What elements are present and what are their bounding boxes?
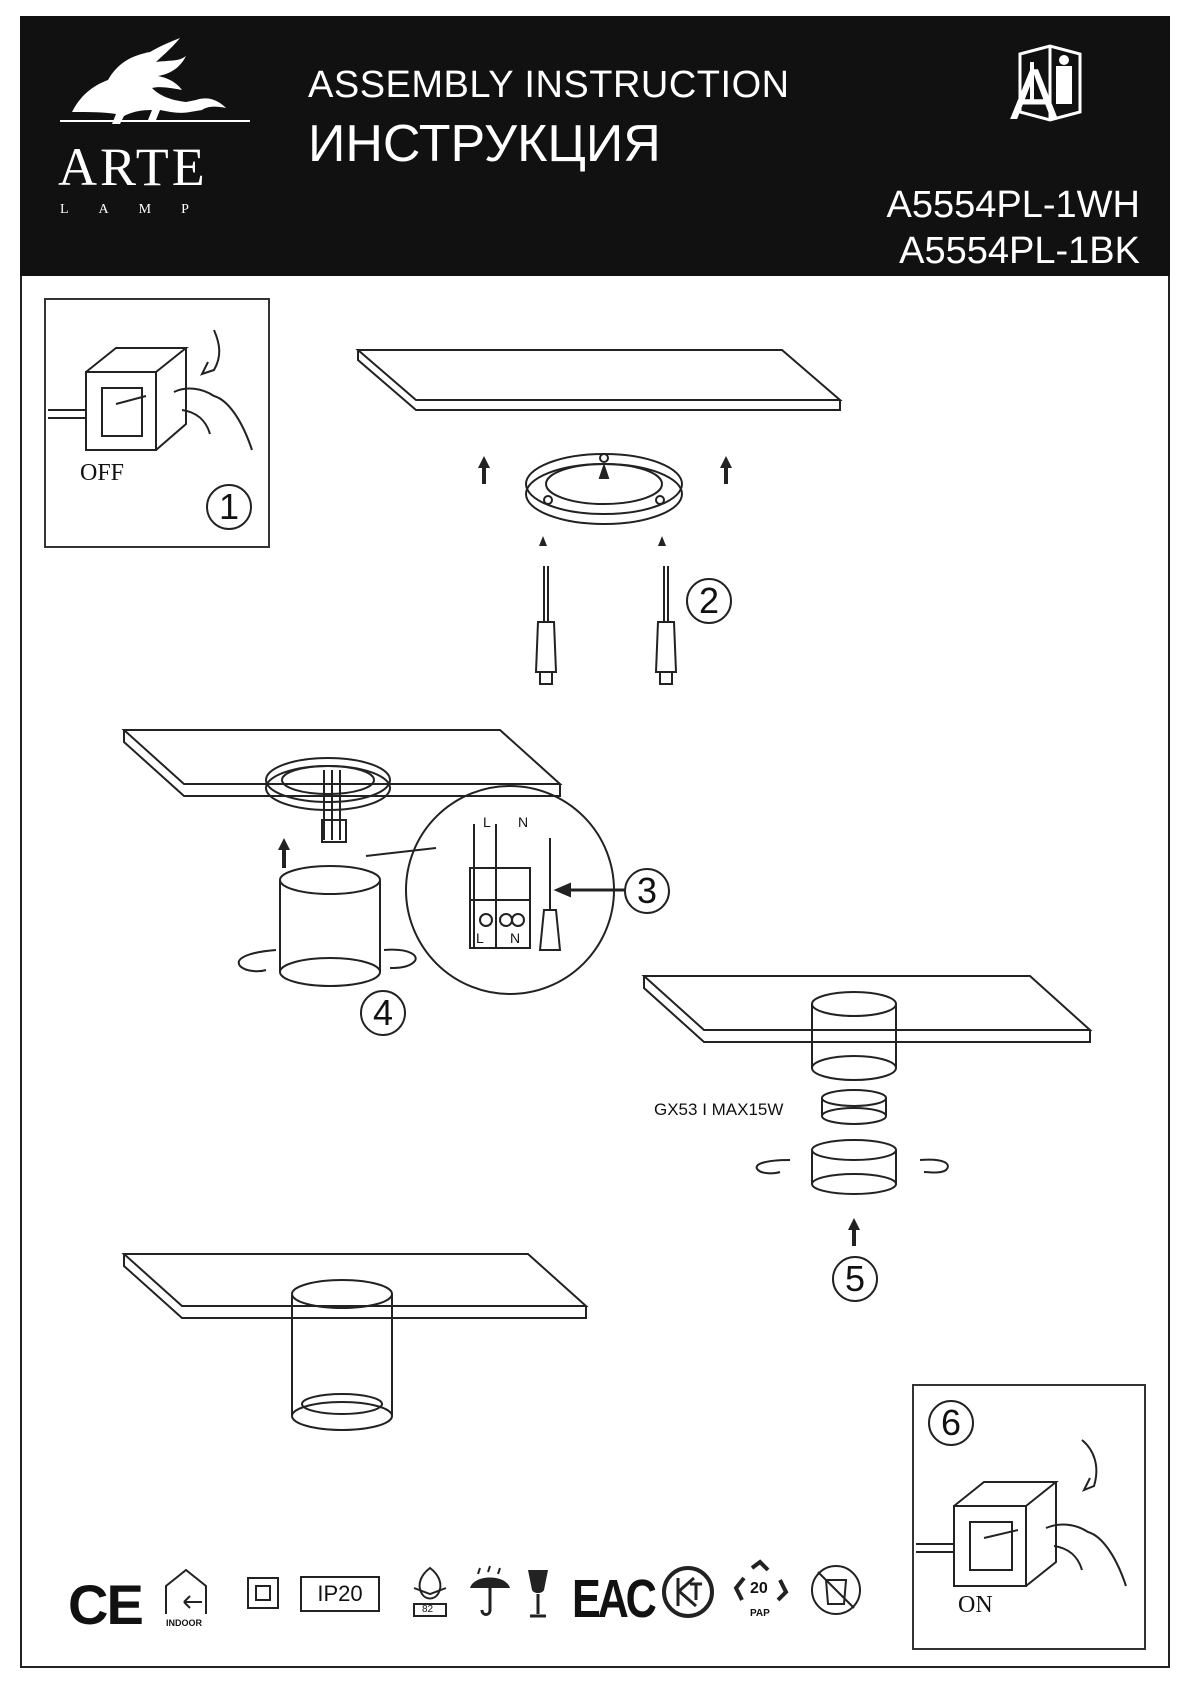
ip20-rating-badge: IP20: [300, 1576, 380, 1612]
header-bar: ARTE LAMP ASSEMBLY INSTRUCTION ИНСТРУКЦИ…: [20, 16, 1170, 276]
step-2-ceiling-plate: [355, 349, 843, 411]
final-lamp-installed: [291, 1279, 393, 1431]
ce-mark-icon: CE: [68, 1573, 144, 1636]
info-manual-icon: [1018, 44, 1082, 122]
wire-label-n-bottom: N: [510, 930, 521, 946]
indoor-label: INDOOR: [166, 1618, 202, 1628]
step-5-gx53-bulb: [821, 1089, 887, 1125]
step-4-mounting-bracket: [265, 757, 391, 811]
step-4-lamp-body: [279, 865, 381, 987]
wire-label-l-bottom: L: [476, 930, 484, 946]
step-1-number: 1: [206, 484, 252, 530]
flammability-icon: [413, 1566, 447, 1617]
step-4-ceiling-plate: [121, 729, 563, 797]
step-3-number: 3: [624, 868, 670, 914]
class-ii-insulation-icon: [247, 1577, 279, 1609]
recycle-icon: [733, 1559, 789, 1602]
flammability-rating: 82: [422, 1604, 434, 1615]
step-5-number: 5: [832, 1256, 878, 1302]
kz-certification-icon: [662, 1566, 714, 1618]
brand-subtitle: LAMP: [60, 202, 219, 217]
griffin-logo-icon: [60, 38, 250, 124]
title-english: ASSEMBLY INSTRUCTION: [308, 64, 790, 106]
step-5-ceiling-plate: [641, 975, 1093, 1043]
indoor-house-icon: [165, 1568, 207, 1614]
step-6-number: 6: [928, 1400, 974, 1446]
wire-label-n-top: N: [518, 814, 529, 830]
recycle-code: PAP: [750, 1608, 770, 1619]
eac-mark-icon: EAC: [572, 1569, 657, 1629]
switch-on-label: ON: [958, 1592, 993, 1618]
umbrella-rain-icon: [470, 1565, 510, 1616]
step-2-number: 2: [686, 578, 732, 624]
switch-off-label: OFF: [80, 460, 125, 486]
step-2-screwdrivers: [534, 566, 678, 685]
no-household-waste-icon: [811, 1565, 861, 1615]
title-russian: ИНСТРУКЦИЯ: [308, 115, 661, 173]
switch-off-illustration: [48, 329, 253, 451]
switch-on-illustration: [916, 1439, 1127, 1587]
final-ceiling-plate: [121, 1253, 589, 1319]
step-6-panel: 6 ON: [912, 1384, 1146, 1650]
model-number-white: A5554PL-1WH: [886, 184, 1140, 226]
step-5-lamp-ring: [811, 1139, 897, 1195]
recycle-number: 20: [750, 1580, 768, 1597]
step-2-mounting-bracket: [525, 453, 683, 525]
glass-fragile-icon: [528, 1570, 548, 1618]
model-number-black: A5554PL-1BK: [899, 230, 1140, 272]
step-5-lamp-body: [811, 991, 897, 1081]
lamp-spec-label: GX53 I MAX15W: [654, 1100, 784, 1119]
step-4-number: 4: [360, 990, 406, 1036]
wire-label-l-top: L: [483, 814, 491, 830]
step-1-panel: OFF 1: [44, 298, 270, 548]
brand-name: ARTE: [58, 137, 208, 197]
